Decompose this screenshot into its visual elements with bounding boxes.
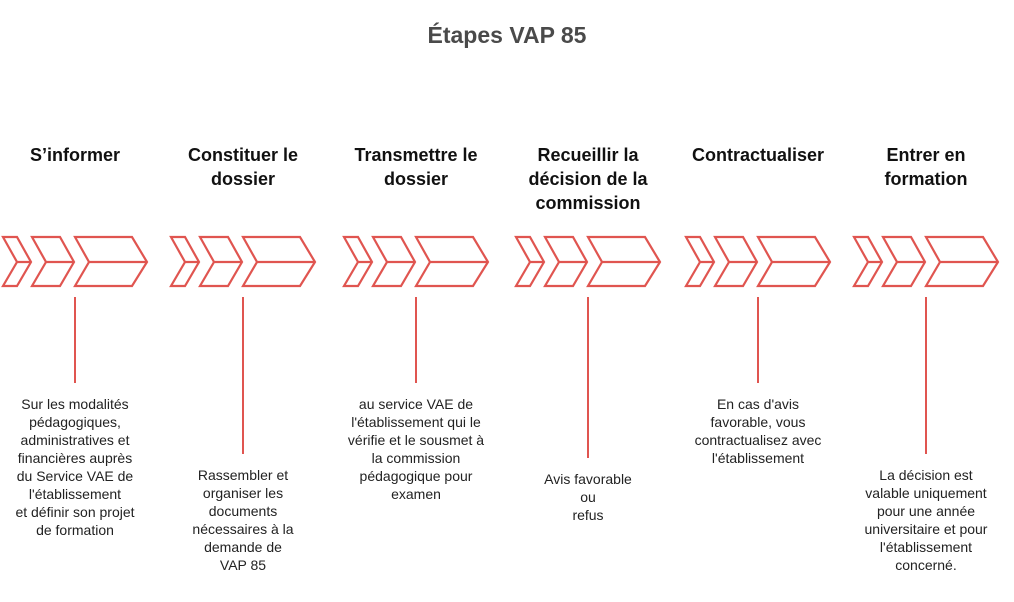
diagram-title: Étapes VAP 85 <box>427 22 587 48</box>
step-description: Sur les modalités pédagogiques, administ… <box>15 396 135 538</box>
chevron-arrow <box>543 235 589 288</box>
step-heading: Constituer le dossier <box>187 145 298 189</box>
chevron-arrow <box>371 235 417 288</box>
chevron-arrow <box>1 235 33 288</box>
step-description: Rassembler et organiser les documents né… <box>192 467 294 573</box>
step-description: La décision est valable uniquement pour … <box>864 467 988 573</box>
step-heading: S’informer <box>29 145 121 165</box>
chevron-arrow <box>73 235 149 288</box>
chevron-arrow <box>756 235 832 288</box>
chevron-arrow <box>881 235 927 288</box>
step-heading: Transmettre le dossier <box>354 145 478 189</box>
chevron-arrow <box>241 235 317 288</box>
chevron-arrow <box>30 235 76 288</box>
step-description: En cas d'avis favorable, vous contractua… <box>694 396 822 466</box>
step-heading: Contractualiser <box>691 145 825 165</box>
chevron-arrow <box>414 235 490 288</box>
step-description: au service VAE de l'établissement qui le… <box>347 396 485 502</box>
chevron-arrow <box>514 235 546 288</box>
step-heading: Entrer en formation <box>884 145 968 189</box>
chevron-arrow <box>586 235 662 288</box>
chevron-arrow <box>198 235 244 288</box>
chevron-arrow <box>852 235 884 288</box>
step-heading: Recueillir la décision de la commission <box>528 145 648 213</box>
chevron-arrow <box>924 235 1000 288</box>
chevron-arrow <box>169 235 201 288</box>
step-description: Avis favorable ou refus <box>544 471 632 523</box>
chevron-arrow <box>684 235 716 288</box>
chevron-arrow <box>713 235 759 288</box>
chevron-arrow <box>342 235 374 288</box>
